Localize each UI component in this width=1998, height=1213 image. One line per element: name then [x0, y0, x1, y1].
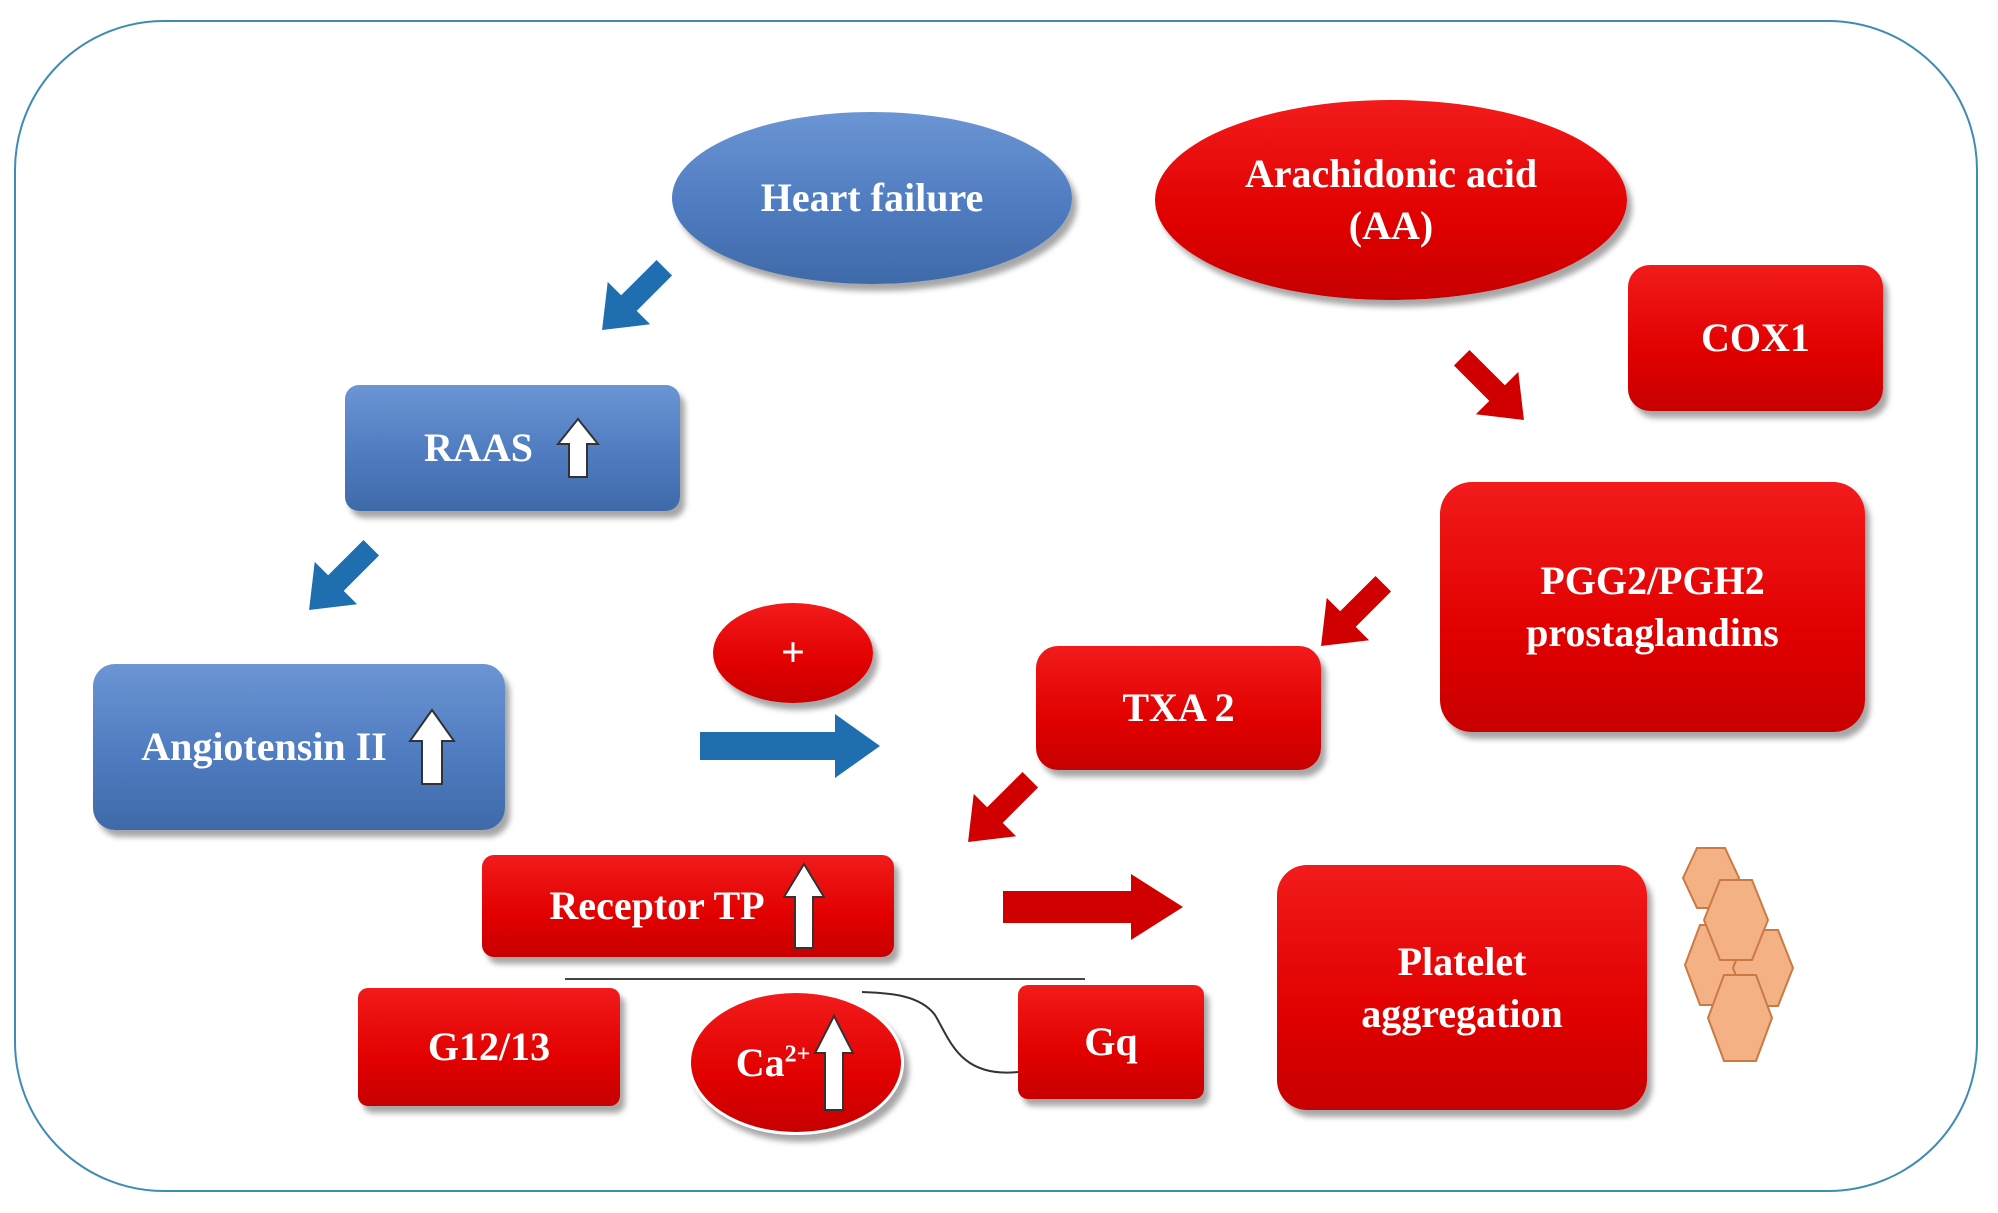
diagram-frame [14, 20, 1978, 1192]
increase-arrow-icon [813, 1013, 855, 1111]
gq-calcium-connector [861, 991, 1019, 1074]
receptor-to-platelet-arrow-icon [1003, 874, 1183, 940]
pgg2-to-txa2-arrow-icon [1321, 575, 1392, 646]
receptor-tp-node: Receptor TP [482, 855, 894, 957]
angiotensin-label: Angiotensin II [141, 724, 387, 769]
txa2-node: TXA 2 [1036, 646, 1321, 770]
plus-node: + [713, 603, 873, 703]
platelet-aggregation-node: Platelet aggregation [1277, 865, 1647, 1110]
increase-arrow-icon [781, 862, 826, 949]
platelet-aggregation-label: Platelet aggregation [1361, 938, 1563, 1036]
platelet-cluster-icon [1681, 847, 1795, 1062]
pgg2-pgh2-node: PGG2/PGH2 prostaglandins [1440, 482, 1865, 732]
calcium-label: Ca2+ [736, 1037, 811, 1089]
txa2-label: TXA 2 [1122, 685, 1235, 730]
arachidonic-acid-label: Arachidonic acid (AA) [1244, 151, 1538, 248]
increase-arrow-icon [555, 417, 601, 478]
g12-13-node: G12/13 [358, 988, 620, 1106]
plus-label: + [781, 629, 805, 676]
arachidonic-acid-node: Arachidonic acid (AA) [1155, 100, 1627, 300]
angiotensin-node: Angiotensin II [93, 664, 505, 830]
gq-node: Gq [1018, 985, 1204, 1099]
heart-failure-to-raas-arrow-icon [602, 259, 673, 330]
heart-failure-node: Heart failure [672, 112, 1072, 284]
aa-to-pgg2-arrow-icon [1453, 349, 1524, 420]
receptor-tp-label: Receptor TP [549, 883, 765, 928]
calcium-node: Ca2+ [688, 990, 904, 1135]
pgg2-pgh2-label: PGG2/PGH2 prostaglandins [1526, 558, 1779, 655]
cox1-node: COX1 [1628, 265, 1883, 411]
increase-arrow-icon [407, 708, 456, 785]
calcium-base-text: Ca [735, 1039, 785, 1085]
txa2-to-receptor-arrow-icon [968, 771, 1039, 842]
gq-label: Gq [1084, 1019, 1138, 1064]
raas-label: RAAS [424, 425, 533, 470]
cox1-label: COX1 [1701, 315, 1810, 360]
heart-failure-label: Heart failure [760, 175, 984, 220]
g12-13-label: G12/13 [427, 1024, 551, 1069]
raas-node: RAAS [345, 385, 680, 511]
calcium-charge: 2+ [784, 1041, 811, 1068]
angiotensin-to-receptor-arrow-icon [700, 714, 880, 778]
raas-to-angiotensin-arrow-icon [309, 539, 380, 610]
